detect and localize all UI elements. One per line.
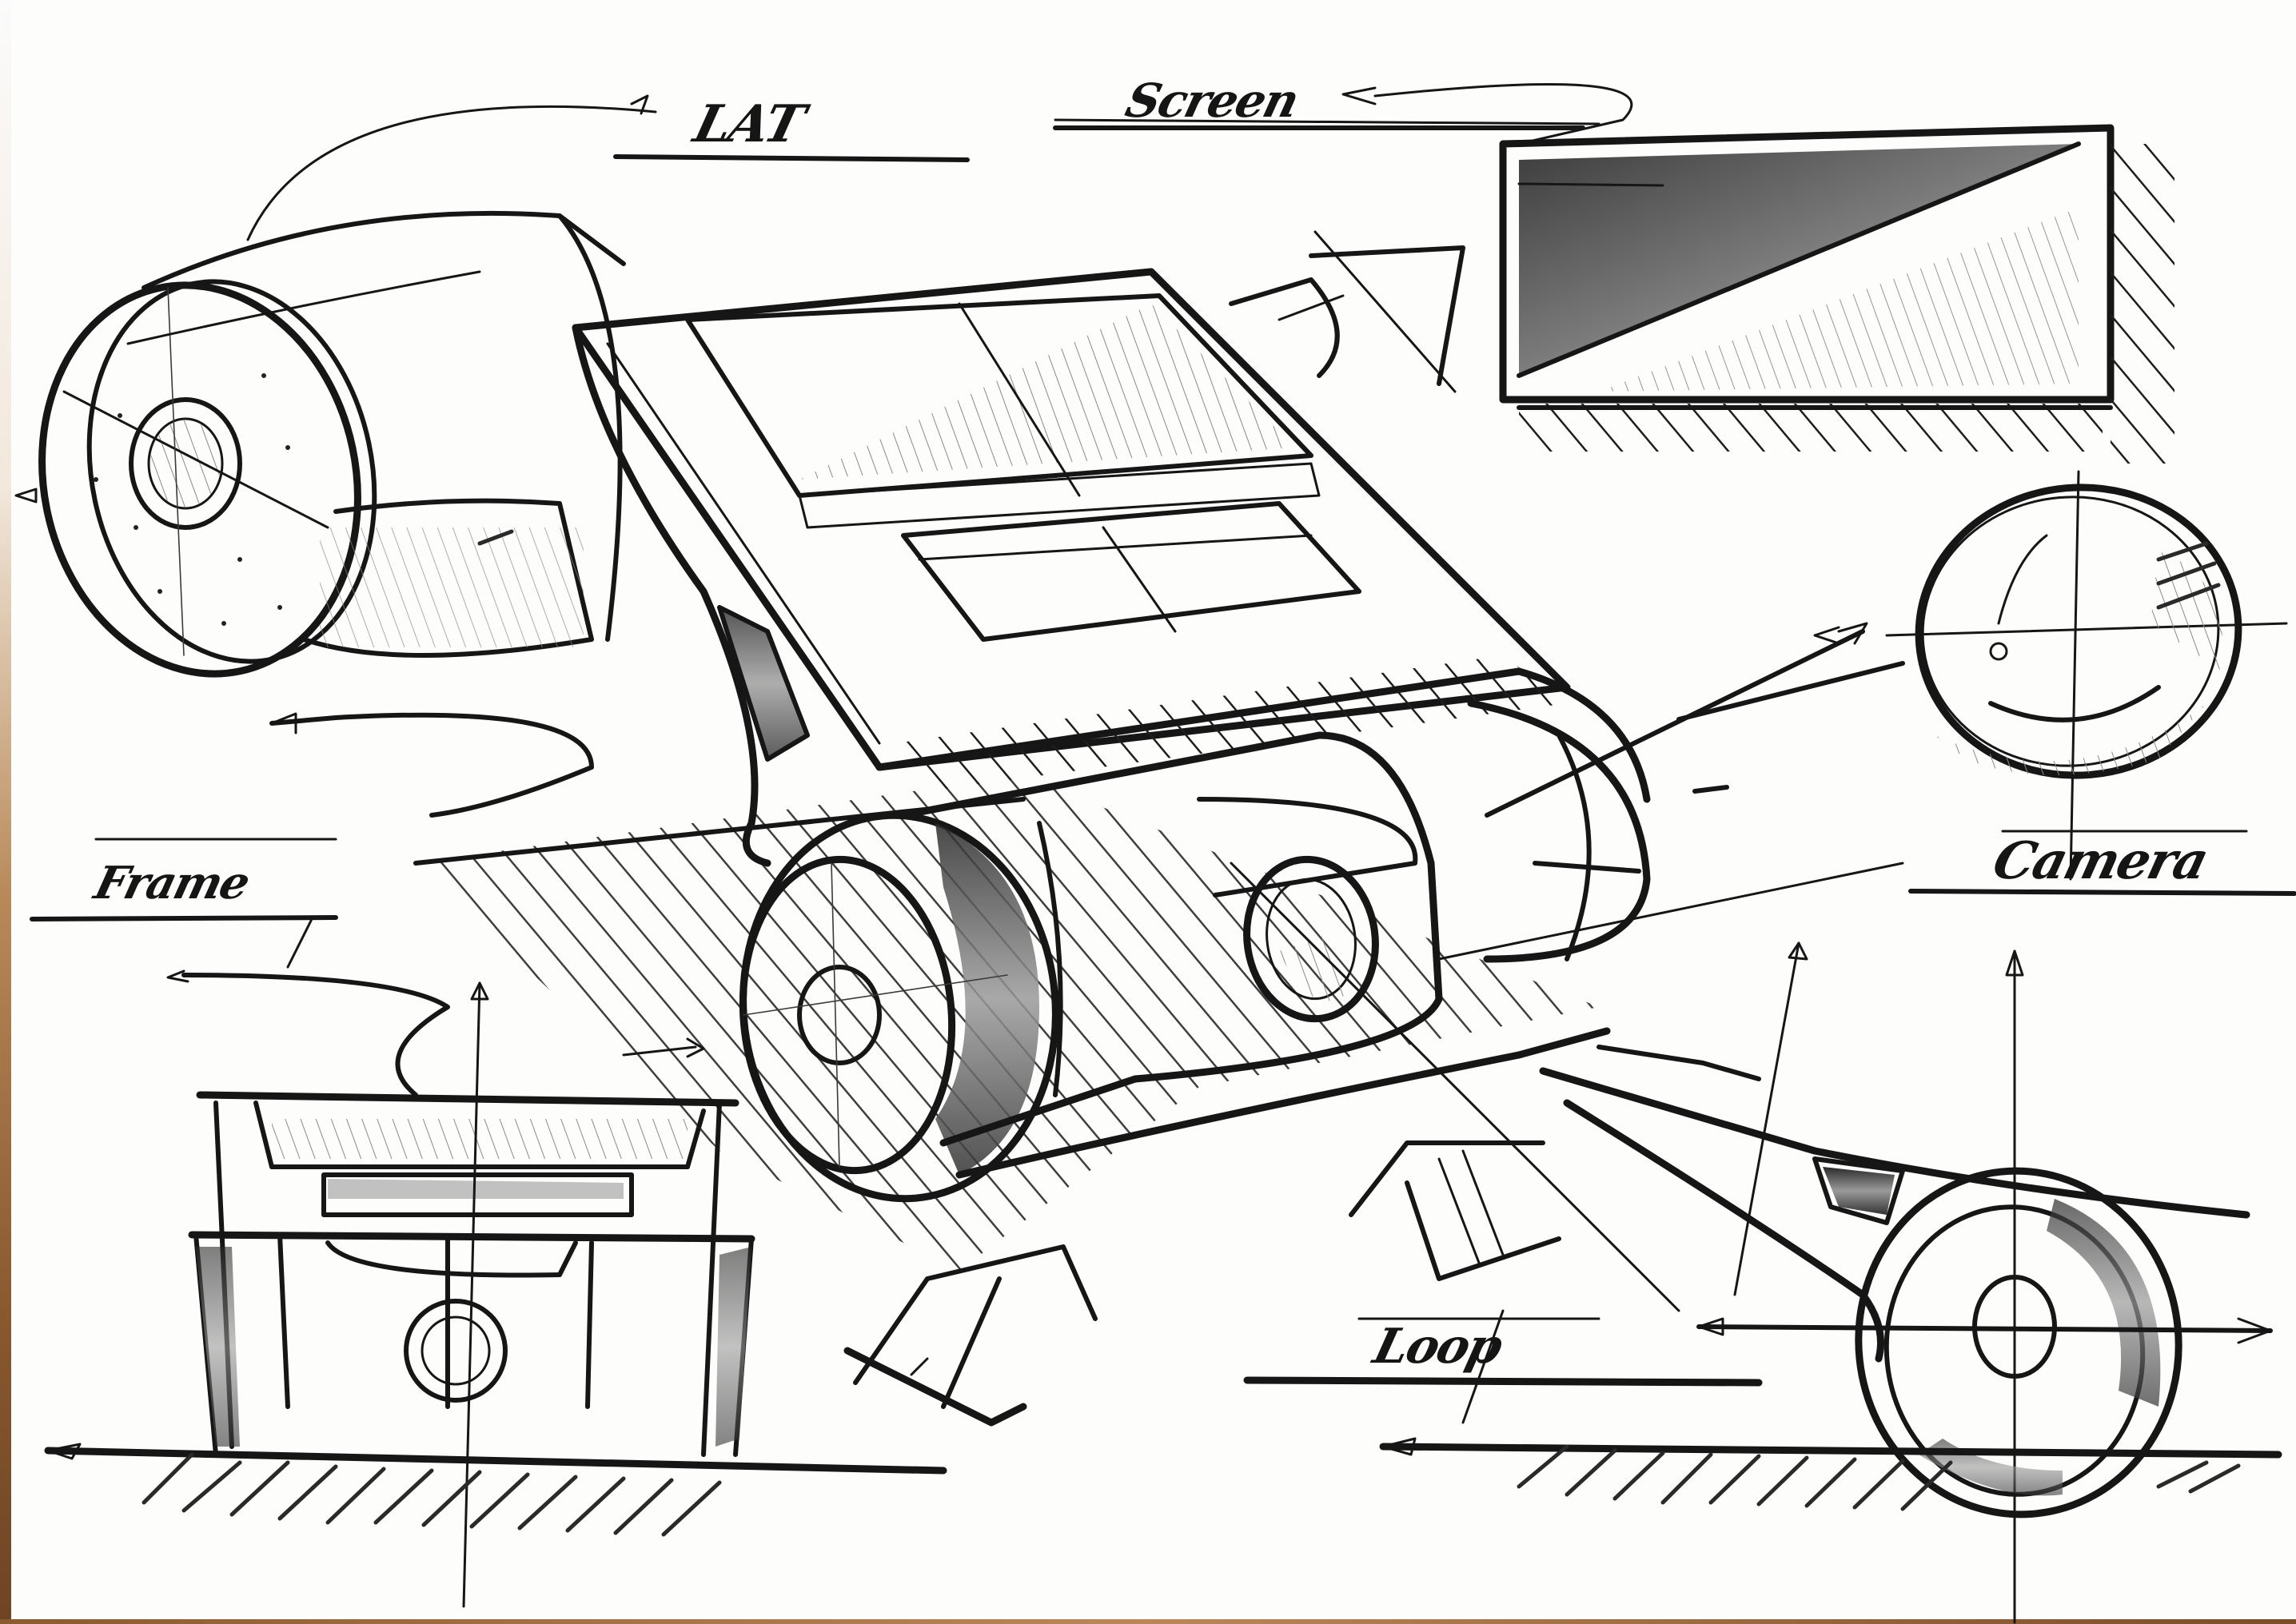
label-frame: Frame — [89, 857, 254, 910]
label-camera: Camera — [1987, 831, 2214, 891]
camera-view — [1676, 470, 2288, 881]
lat-underline — [613, 154, 970, 162]
frame-view — [30, 838, 947, 1608]
screen-view — [1053, 82, 2174, 464]
wood-table-edge-bottom — [0, 1619, 2296, 1624]
lat-view-cylinder — [14, 94, 657, 678]
label-screen: Screen — [1120, 74, 1304, 128]
main-device — [269, 230, 1904, 1312]
wood-table-edge — [0, 0, 11, 1624]
mount-bracket-pieces — [843, 1140, 1561, 1427]
loop-underline — [1243, 1309, 1763, 1424]
label-lat: LAT — [688, 94, 810, 154]
label-loop: Loop — [1368, 1319, 1507, 1375]
loop-view — [1379, 941, 2282, 1624]
camera-underline — [1908, 830, 2296, 896]
